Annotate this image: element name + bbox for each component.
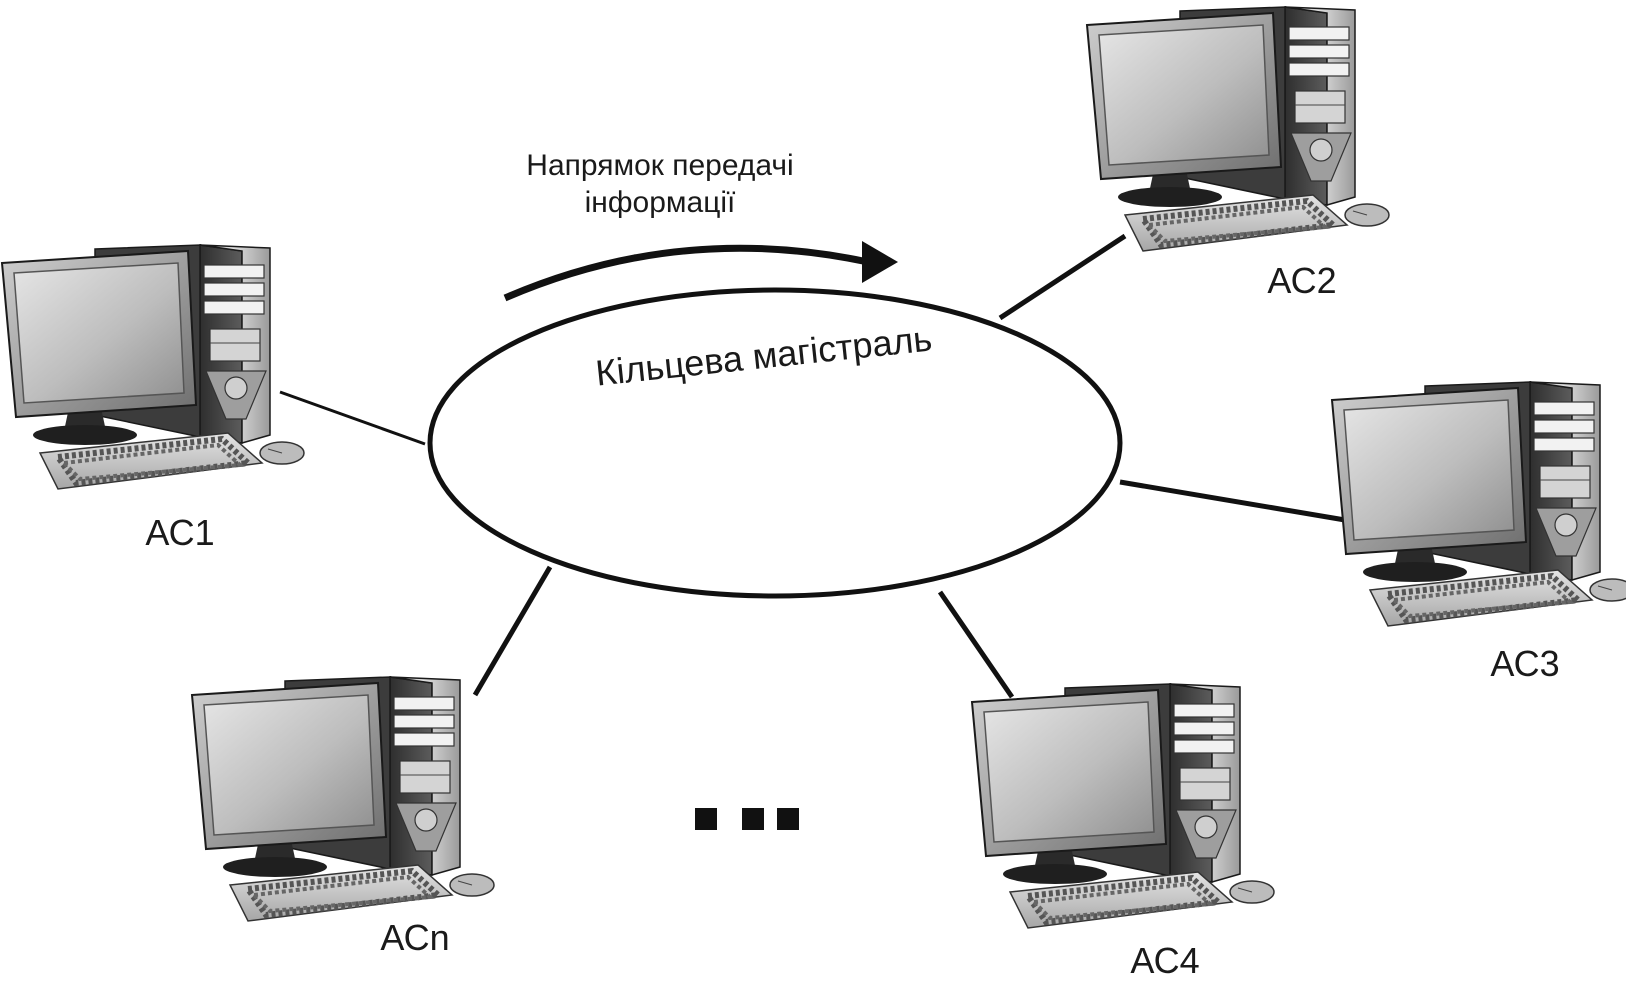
ring-backbone <box>427 287 1123 599</box>
station-label-ac4: АС4 <box>1130 940 1199 981</box>
curved-arrow-icon <box>503 241 898 302</box>
desktop-computer-icon <box>2 245 304 489</box>
station-label-acn: АСn <box>380 917 449 958</box>
direction-label-line2: інформації <box>585 186 736 219</box>
desktop-computer-icon <box>192 677 494 921</box>
cable-ac2 <box>998 233 1127 321</box>
workstation-ac2: АС2 <box>1087 7 1389 301</box>
station-label-ac3: АС3 <box>1490 643 1559 684</box>
desktop-computer-icon <box>1332 382 1626 626</box>
cable-acn <box>472 565 553 697</box>
desktop-computer-icon <box>1087 7 1389 251</box>
station-label-ac1: АС1 <box>145 512 214 553</box>
workstation-acn: АСn <box>192 677 494 958</box>
workstation-ac4: АС4 <box>972 684 1274 981</box>
workstation-ac1: АС1 <box>2 245 304 553</box>
station-label-ac2: АС2 <box>1267 260 1336 301</box>
desktop-computer-icon <box>972 684 1274 928</box>
cable-ac3 <box>1119 479 1346 523</box>
ellipsis-icon <box>695 808 799 830</box>
direction-label-line1: Напрямок передачі <box>526 149 793 182</box>
cable-ac1 <box>279 390 426 446</box>
workstation-ac3: АС3 <box>1332 382 1626 684</box>
cable-ac4 <box>937 590 1015 699</box>
